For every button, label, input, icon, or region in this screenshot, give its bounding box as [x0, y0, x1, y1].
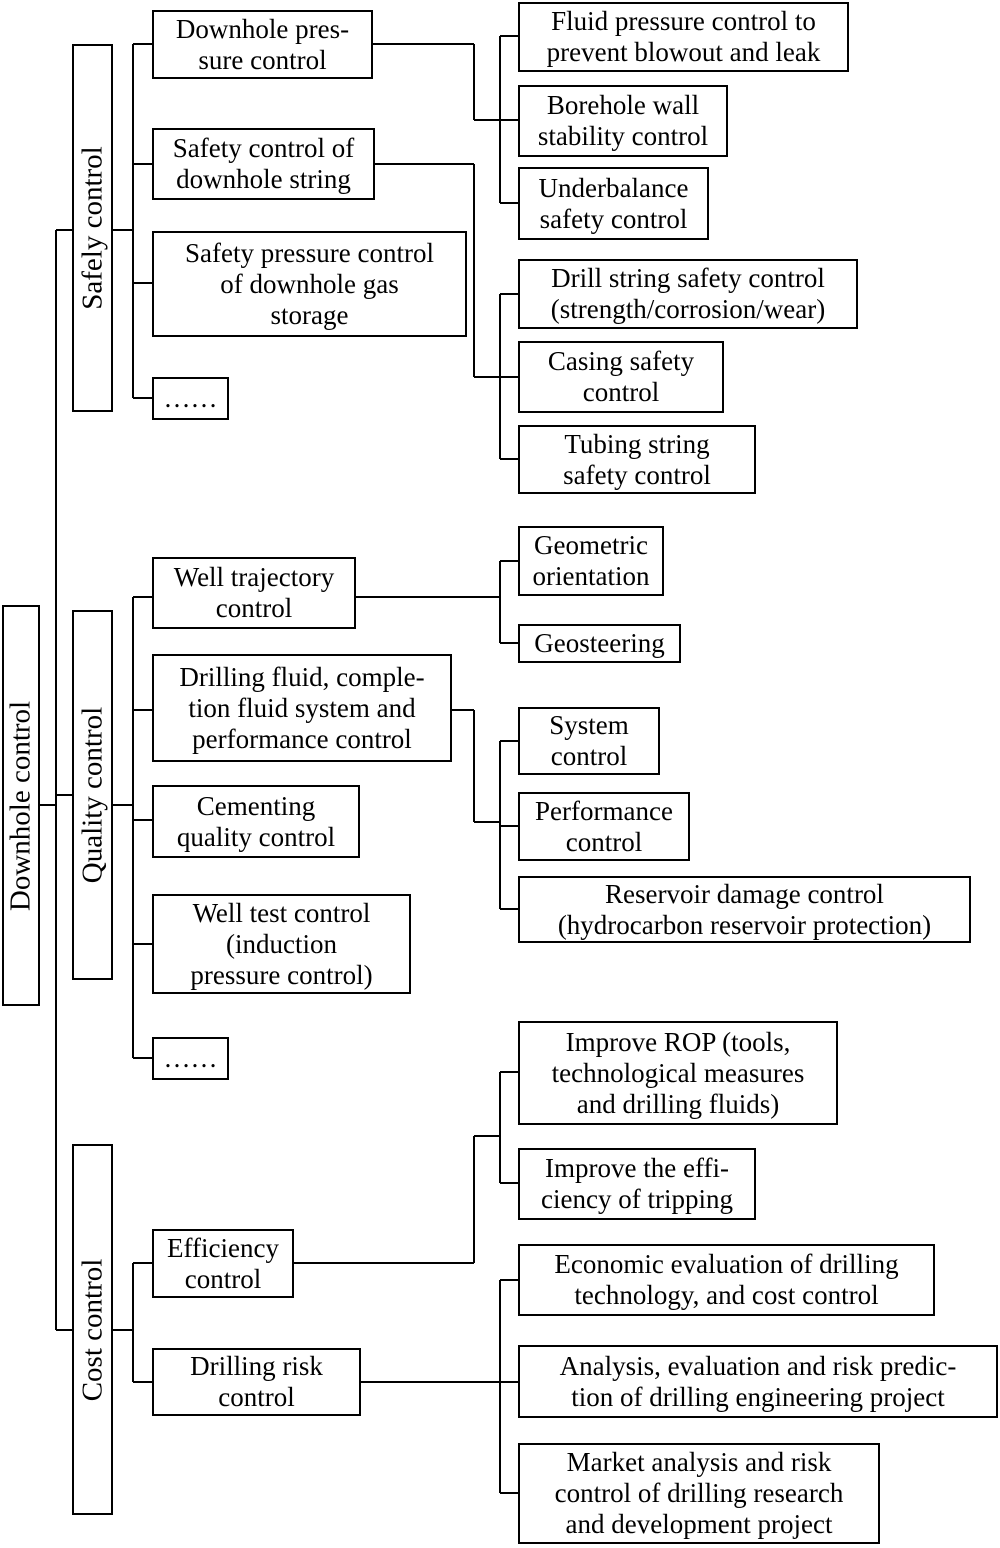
node-economic-evaluation: Economic evaluation of drilling technolo… — [518, 1244, 935, 1316]
node-tubing-string-safety: Tubing string safety control — [518, 425, 756, 494]
node-downhole-pressure-control: Downhole pres- sure control — [152, 10, 373, 79]
node-market-analysis-risk: Market analysis and risk control of dril… — [518, 1443, 880, 1544]
node-well-test-control: Well test control (induction pressure co… — [152, 894, 411, 994]
root-label: Downhole control — [4, 700, 37, 911]
node-drilling-risk-control: Drilling risk control — [152, 1348, 361, 1416]
node-quality-more: …… — [152, 1037, 229, 1080]
node-tripping-efficiency: Improve the effi- ciency of tripping — [518, 1148, 756, 1220]
node-geometric-orientation: Geometric orientation — [518, 526, 664, 596]
node-cementing-quality: Cementing quality control — [152, 785, 360, 858]
category-safety: Safely control — [72, 44, 113, 412]
node-underbalance-safety: Underbalance safety control — [518, 167, 709, 240]
node-borehole-wall-stability: Borehole wall stability control — [518, 85, 728, 157]
node-system-control: System control — [518, 707, 660, 775]
node-reservoir-damage-control: Reservoir damage control (hydrocarbon re… — [518, 876, 971, 943]
category-quality-label: Quality control — [76, 706, 108, 884]
node-engineering-risk-prediction: Analysis, evaluation and risk predic- ti… — [518, 1345, 998, 1418]
category-safety-label: Safely control — [76, 146, 108, 310]
node-casing-safety: Casing safety control — [518, 341, 724, 413]
node-geosteering: Geosteering — [518, 624, 681, 663]
node-improve-rop: Improve ROP (tools, technological measur… — [518, 1021, 838, 1125]
node-drill-string-safety: Drill string safety control (strength/co… — [518, 259, 858, 329]
node-efficiency-control: Efficiency control — [152, 1229, 294, 1298]
category-quality: Quality control — [72, 610, 113, 980]
root-node: Downhole control — [2, 605, 40, 1006]
category-cost-label: Cost control — [76, 1258, 108, 1401]
node-blowout-leak-control: Fluid pressure control to prevent blowou… — [518, 2, 849, 72]
node-gas-storage-pressure: Safety pressure control of downhole gas … — [152, 231, 467, 337]
node-drilling-fluid-control: Drilling fluid, comple- tion fluid syste… — [152, 654, 452, 762]
node-performance-control: Performance control — [518, 792, 690, 861]
node-safety-more: …… — [152, 377, 229, 420]
node-downhole-string-safety: Safety control of downhole string — [152, 128, 375, 200]
node-well-trajectory-control: Well trajectory control — [152, 557, 356, 629]
category-cost: Cost control — [72, 1144, 113, 1515]
